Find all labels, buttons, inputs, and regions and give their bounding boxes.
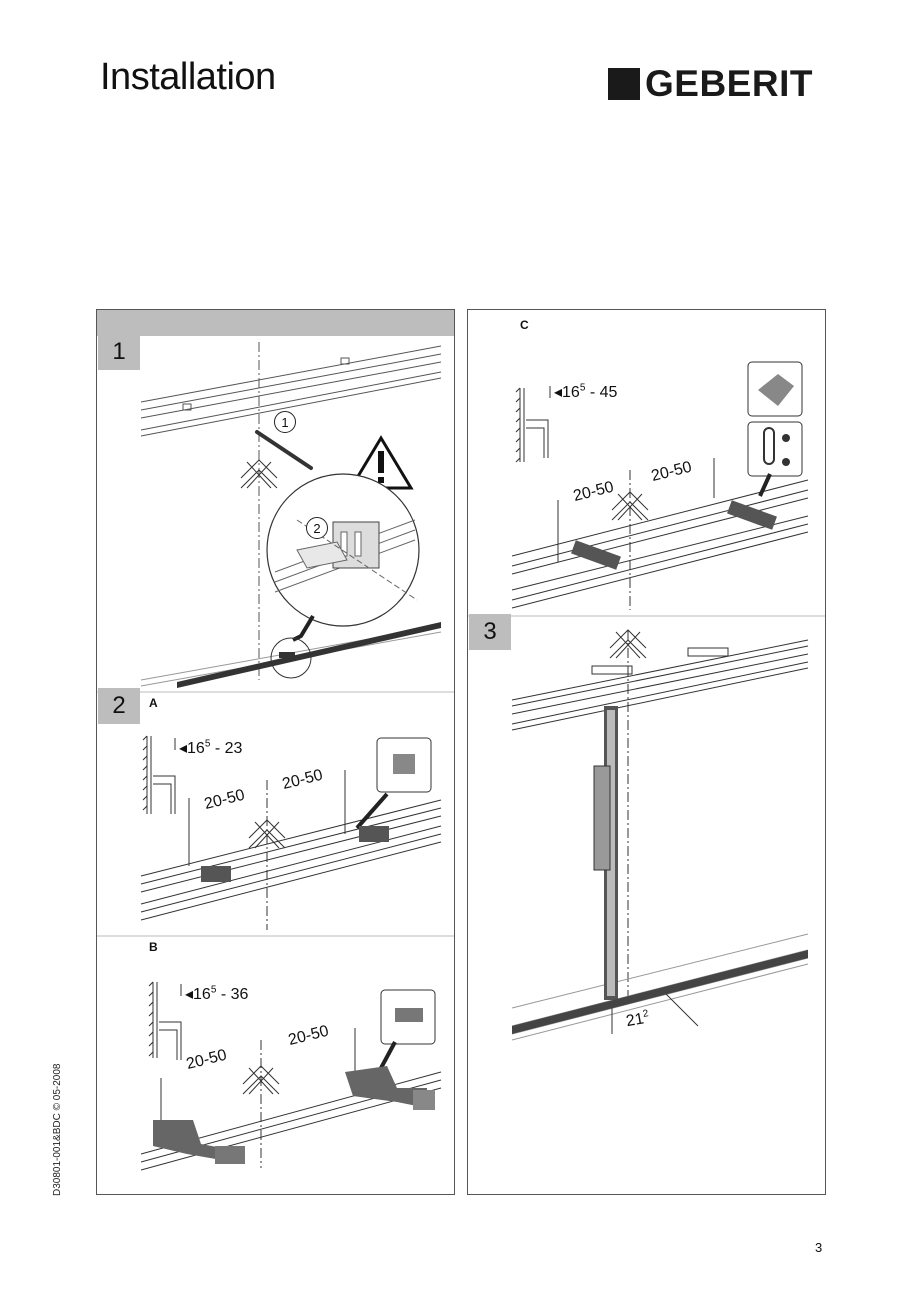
- page-number: 3: [815, 1240, 823, 1255]
- step-2b-label: B: [149, 940, 158, 954]
- right-panel: C ◂165 - 45 20-50 20-50 3 212: [467, 309, 826, 1195]
- step-c-label: C: [520, 318, 529, 332]
- page-title: Installation: [100, 56, 276, 98]
- left-panel-illustration: [97, 310, 454, 1171]
- step-2b-wall-dim: ◂165 - 36: [185, 984, 249, 1003]
- document-code: D30801-001&BDC © 05-2008: [52, 1063, 63, 1196]
- left-panel: 1 1 2 2 A ◂165 - 23 20-50 20-50 B ◂165 -…: [96, 309, 455, 1195]
- logo-wordmark: GEBERIT: [645, 63, 813, 104]
- callout-2: 2: [306, 517, 328, 539]
- step-2-number: 2: [98, 688, 140, 724]
- step-1-number: 1: [98, 334, 140, 370]
- right-panel-illustration: [468, 361, 825, 1041]
- callout-1: 1: [274, 411, 296, 433]
- logo-square-icon: [608, 68, 640, 100]
- geberit-logo: GEBERIT: [608, 63, 824, 104]
- step-3-number: 3: [469, 614, 511, 650]
- step-3-dim: 212: [624, 1008, 650, 1031]
- step-c-wall-dim: ◂165 - 45: [554, 382, 618, 401]
- step-2a-wall-dim: ◂165 - 23: [179, 738, 243, 757]
- step-2a-label: A: [149, 696, 158, 710]
